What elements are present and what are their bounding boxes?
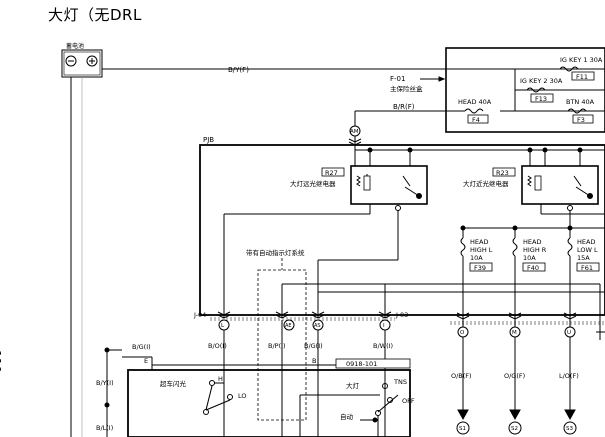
relay-low-id: R23: [496, 169, 509, 177]
battery: 蓄电池: [61, 42, 103, 437]
connector-0918: 0918-101: [346, 360, 377, 368]
battery-label: 蓄电池: [66, 42, 84, 50]
connector-j03: J-03: [395, 311, 408, 319]
connector-o: O: [460, 330, 465, 336]
fuse-f39-l2: HIGH L: [470, 246, 493, 254]
wire-ob-label: O/B(F): [451, 372, 472, 380]
fuse-btn-id: F3: [577, 116, 585, 124]
fuse-ig1-name: IG KEY 1 30A: [560, 56, 603, 64]
main-fuse-box: F-01 主保险丝盒 IG KEY 1 30A F11 IG KEY 2 30A…: [390, 47, 605, 133]
wire-og-label: O/G(F): [504, 372, 525, 380]
wire-bp-label: B/P(I): [268, 342, 286, 350]
fuse-f40-l1: HEAD: [523, 238, 541, 246]
connector-l: L: [221, 323, 225, 329]
fuse-f61-l1: HEAD: [577, 238, 595, 246]
switch-auto-label: 自动: [340, 412, 354, 421]
switch-overtake-label: 超车闪光: [160, 379, 187, 388]
relay-low-label: 大灯近光继电器: [463, 179, 509, 188]
wire-pjb-feed-label: B/R(F): [393, 103, 415, 111]
connector-as: AS: [314, 323, 321, 329]
wire-left-by-label: B/Y(I): [96, 379, 114, 387]
pjb-box: PJB: [199, 136, 605, 316]
connector-j04: J-04: [193, 311, 206, 319]
wire-bw-label: B/W(I): [373, 342, 393, 350]
page-title: 大灯（无DRL: [48, 6, 142, 24]
splice-s1: S1: [459, 426, 466, 432]
connector-b: B: [312, 357, 316, 365]
connectors-row: L AE AS I: [217, 311, 392, 331]
wire-bo-label: B/O(I): [208, 342, 227, 350]
relay-high-beam: R27 大灯远光继电器: [290, 165, 428, 260]
relay-low-beam: R23 大灯近光继电器: [463, 165, 605, 232]
fuse-f40-l3: 10A: [523, 254, 536, 262]
splice-s3: S3: [566, 426, 573, 432]
connectors-right: O M U: [456, 312, 577, 338]
wire-left-bl-label: B/L(I): [96, 424, 113, 432]
fuse-btn-name: BTN 40A: [566, 98, 595, 106]
switch-lo-label: LO: [238, 392, 247, 400]
connector-ae: AE: [285, 323, 292, 329]
fuse-f39-l1: HEAD: [470, 238, 488, 246]
fuse-box-name: F-01: [390, 75, 405, 83]
fuse-f61-id: F61: [581, 264, 593, 272]
head-fuses: HEAD HIGH L 10A F39 HEAD HIGH R 10A F40 …: [460, 225, 605, 290]
auto-system-label: 带有自动指示灯系统: [246, 248, 305, 257]
switch-hi-label: HI: [218, 375, 225, 383]
relay-high-id: R27: [325, 169, 338, 177]
fuse-f61-l2: LOW L: [577, 246, 598, 254]
switch-tns-label: TNS: [393, 378, 407, 386]
fuse-head-id: F4: [472, 116, 480, 124]
pjb-label: PJB: [203, 136, 214, 144]
fuse-f61-l3: 15A: [577, 254, 590, 262]
fuse-ig2-id: F13: [535, 95, 547, 103]
connector-am: AM: [350, 129, 359, 135]
splice-s2: S2: [511, 426, 518, 432]
connector-m: M: [512, 330, 517, 336]
switch-headlamp-label: 大灯: [346, 381, 360, 390]
switch-off-label: OFF: [402, 397, 415, 405]
wire-bg-label: B/G(I): [304, 342, 323, 350]
fuse-box-desc: 主保险丝盒: [390, 84, 423, 93]
connector-i: I: [383, 323, 385, 329]
fuse-ig2-name: IG KEY 2 30A: [520, 77, 563, 85]
wire-left-bg-label: B/G(I): [132, 343, 151, 351]
headlamp-switch: E B B/G(I) 0918-101 B/Y(I) B/L(I) 超车闪光 H…: [96, 343, 415, 437]
connector-u: U: [567, 330, 571, 336]
fuse-f39-id: F39: [474, 264, 486, 272]
fuse-head-name: HEAD 40A: [458, 98, 492, 106]
fuse-f39-l3: 10A: [470, 254, 483, 262]
fuse-f40-l2: HIGH R: [523, 246, 547, 254]
fuse-ig1-id: F11: [576, 73, 588, 81]
connector-e: E: [144, 357, 148, 365]
wire-main-label: B/Y(F): [228, 66, 249, 74]
fuse-f40-id: F40: [527, 264, 539, 272]
relay-high-label: 大灯远光继电器: [290, 179, 336, 188]
wire-lo-label: L/O(F): [559, 372, 579, 380]
